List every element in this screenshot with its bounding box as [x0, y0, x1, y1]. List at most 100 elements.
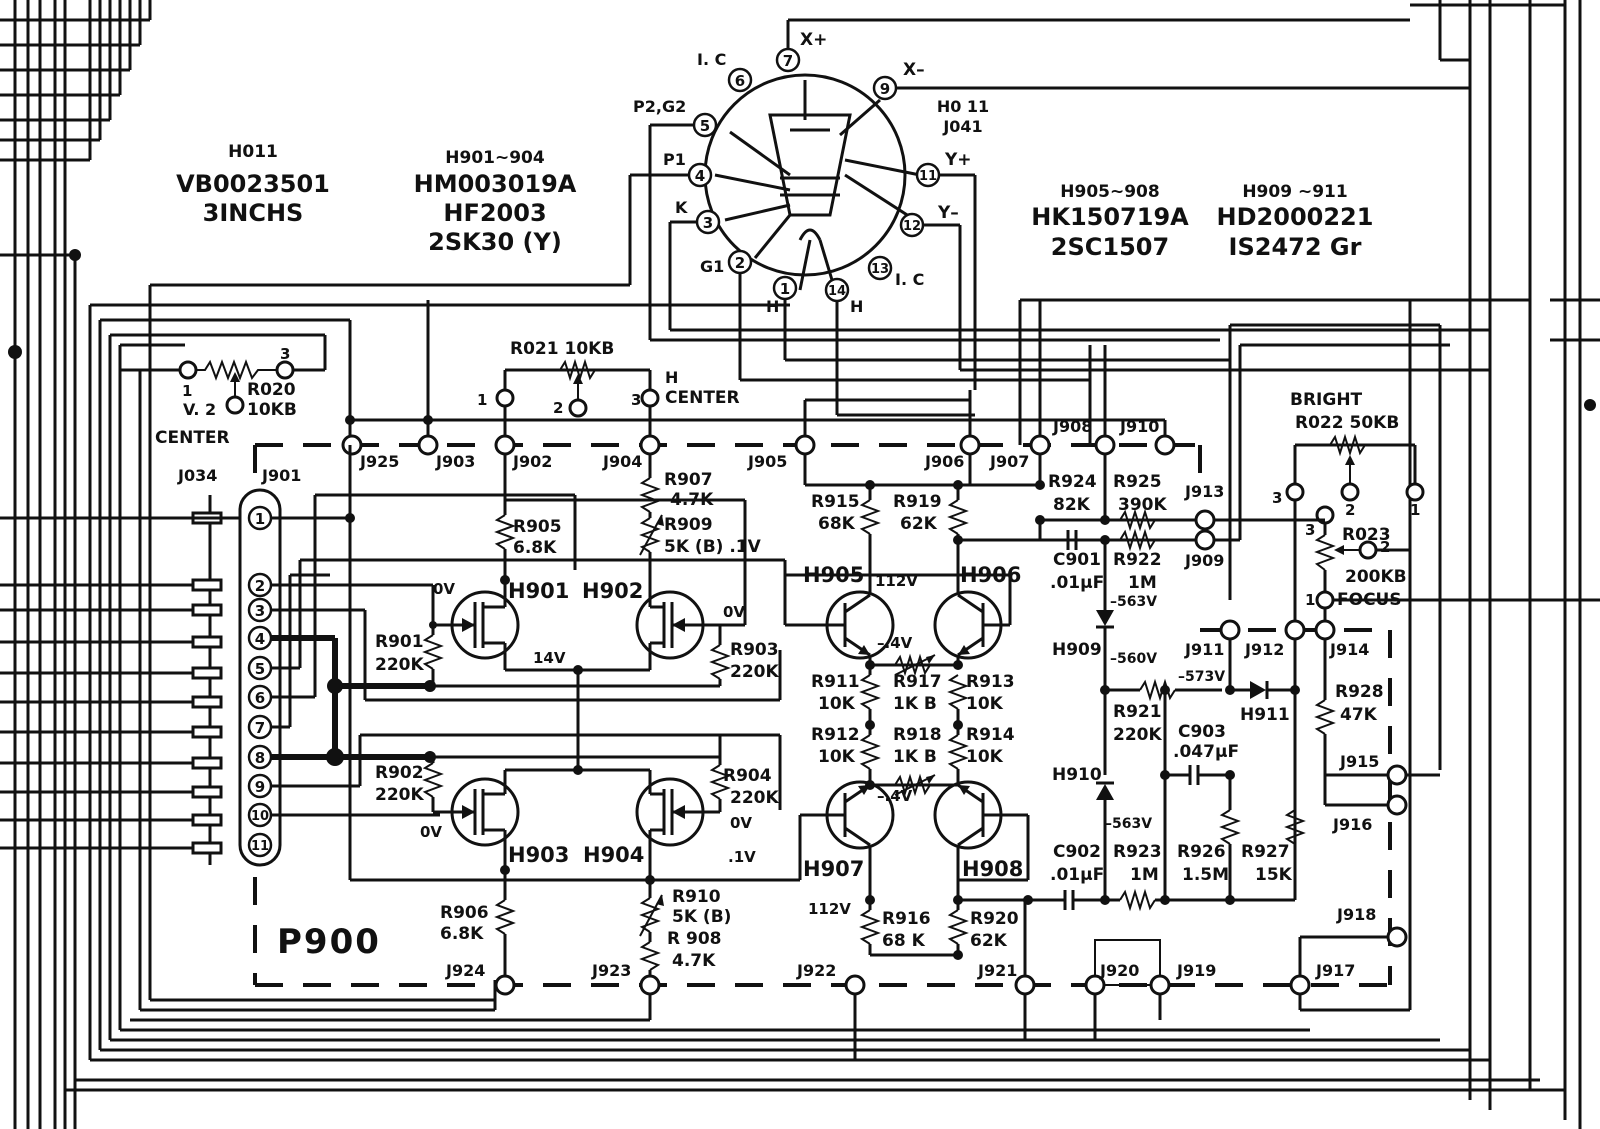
- r913-val: 10K: [966, 694, 1004, 714]
- crt-ref-2: H0 11: [937, 97, 989, 116]
- r917-val: 1K B: [893, 694, 937, 714]
- jack-j918: J918: [1336, 905, 1376, 924]
- r023-pin1: 1: [1305, 591, 1315, 609]
- vm560: –560V: [1110, 651, 1157, 667]
- c903-ref: C903: [1178, 722, 1226, 742]
- j901-pin-3: 3: [255, 602, 265, 620]
- crt-label-x-plus: X+: [800, 30, 827, 50]
- r022-pin3: 3: [1272, 489, 1282, 507]
- connector-j034: J034: [0, 466, 260, 865]
- jack-j914: J914: [1329, 640, 1369, 659]
- r914-val: 10K: [966, 747, 1004, 767]
- jack-j922: J922: [796, 961, 836, 980]
- h904-source-voltage: .1V: [728, 848, 756, 866]
- r916-ref: R916: [882, 909, 931, 929]
- h902-label: H902: [582, 579, 643, 603]
- jack-j923: J923: [591, 961, 631, 980]
- h-label: H: [665, 368, 678, 387]
- crt-pin-11: 11: [919, 169, 937, 184]
- r921-val: 220K: [1113, 725, 1162, 745]
- r919-val: 62K: [900, 514, 938, 534]
- r022-label: R022 50KB: [1295, 413, 1399, 433]
- hv-stage: R924 82K R925 390K J913 C901 .01µF R922 …: [1035, 454, 1440, 996]
- r923-ref: R923: [1113, 842, 1162, 862]
- jack-j901: J901: [261, 466, 301, 485]
- r928-val: 47K: [1340, 705, 1378, 725]
- j901-pin-2: 2: [255, 577, 265, 595]
- crt-pin-5: 5: [700, 117, 710, 135]
- h910-label: H910: [1052, 765, 1102, 785]
- jack-j911: J911: [1184, 640, 1224, 659]
- bjt-part-1: HK150719A: [1031, 203, 1189, 231]
- r924-val: 82K: [1053, 495, 1091, 515]
- crt-label-k: K: [675, 198, 688, 217]
- r918-ref: R918: [893, 725, 942, 745]
- r905-val: 6.8K: [513, 538, 557, 558]
- jack-j034: J034: [177, 466, 217, 485]
- r023-pin3: 3: [1305, 521, 1315, 539]
- r915-ref: R915: [811, 492, 860, 512]
- r912-val: 10K: [818, 747, 856, 767]
- r906-ref: R906: [440, 903, 489, 923]
- c901-val: .01µF: [1050, 573, 1104, 593]
- jack-j915: J915: [1339, 752, 1379, 771]
- j901-pin-4: 4: [255, 630, 265, 648]
- bjt-stage: R915 68K R919 62K H905 112V H906 –.4V: [785, 454, 1210, 996]
- r926-ref: R926: [1177, 842, 1226, 862]
- h907-emitter-voltage: –.4V: [877, 787, 913, 805]
- h901-gate-voltage: 0V: [433, 580, 455, 598]
- j901-pin-5: 5: [255, 660, 265, 678]
- bjt-refs: H905~908: [1060, 182, 1159, 202]
- crt-pin-7: 7: [783, 52, 793, 70]
- crt-label-y-minus: Y–: [937, 203, 959, 223]
- j901-pin-11: 11: [251, 839, 269, 854]
- board-label: P900: [277, 922, 381, 962]
- connector-j901: J901 1 2 3 4 5 6 7 8 9 10 11: [238, 466, 301, 867]
- crt-label-p1: P1: [663, 150, 686, 169]
- jack-j921: J921: [977, 961, 1017, 980]
- r927-val: 15K: [1255, 865, 1293, 885]
- jack-j912: J912: [1244, 640, 1284, 659]
- r021-pin2: 2: [553, 399, 563, 417]
- r925-ref: R925: [1113, 472, 1162, 492]
- j901-routing: [271, 445, 815, 882]
- jack-j925: J925: [359, 452, 399, 471]
- jack-j907: J907: [989, 452, 1029, 471]
- jack-j913: J913: [1184, 482, 1224, 501]
- crt-size: 3INCHS: [203, 199, 304, 227]
- r023-val: 200KB: [1345, 567, 1407, 587]
- h904-label: H904: [583, 843, 644, 867]
- r903-val: 220K: [730, 662, 779, 682]
- r919-ref: R919: [893, 492, 942, 512]
- r902-val: 220K: [375, 785, 424, 805]
- r922-val: 1M: [1128, 573, 1157, 593]
- r921-ref: R921: [1113, 702, 1162, 722]
- r901-val: 220K: [375, 655, 424, 675]
- j901-pin-8: 8: [255, 749, 265, 767]
- h903-gate-voltage: 0V: [420, 823, 442, 841]
- diode-refs: H909 ~911: [1242, 182, 1347, 202]
- crt-ref-3: J041: [942, 117, 982, 136]
- r911-ref: R911: [811, 672, 860, 692]
- r911-val: 10K: [818, 694, 856, 714]
- r924-ref: R924: [1048, 472, 1097, 492]
- jack-j924: J924: [445, 961, 485, 980]
- r912-ref: R912: [811, 725, 860, 745]
- r908-val: 4.7K: [672, 951, 716, 971]
- fet-refs: H901~904: [445, 148, 545, 168]
- r917-ref: R917: [893, 672, 942, 692]
- r904-val: 220K: [730, 788, 779, 808]
- r021-pin3: 3: [631, 391, 641, 409]
- r022-pin2: 2: [1345, 501, 1355, 519]
- r909-val: 5K (B) .1V: [664, 537, 762, 557]
- r020-ref: R020: [247, 380, 296, 400]
- r905-ref: R905: [513, 517, 562, 537]
- c901-ref: C901: [1053, 550, 1101, 570]
- crt-ref: H011: [228, 142, 278, 162]
- r918-val: 1K B: [893, 747, 937, 767]
- crt-pin-9: 9: [880, 80, 890, 98]
- harness-lines: [65, 173, 1565, 1092]
- h906-emitter-voltage: –.4V: [877, 634, 913, 652]
- source-voltage: 14V: [533, 649, 566, 667]
